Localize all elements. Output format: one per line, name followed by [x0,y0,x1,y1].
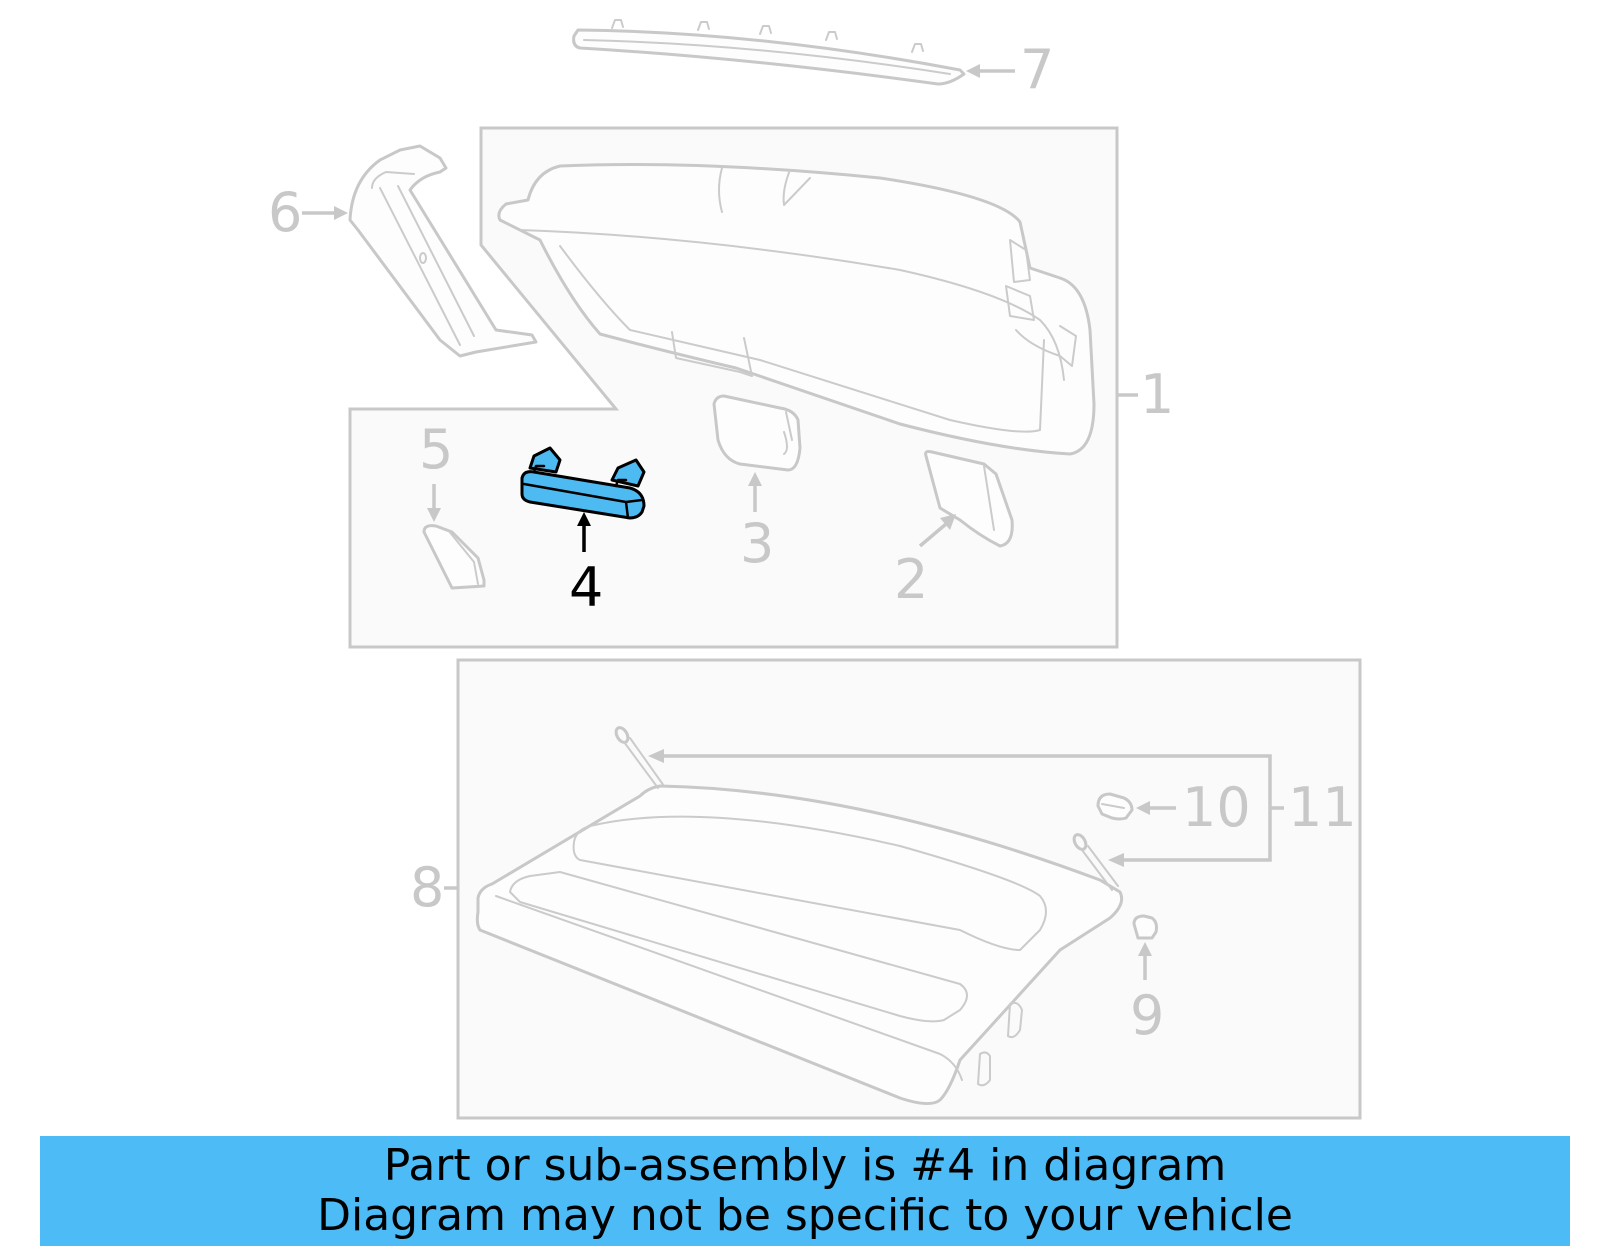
part-9-bumper[interactable] [1132,914,1158,940]
part-7-molding-strip[interactable] [572,19,966,86]
part-6-pillar-trim[interactable] [348,144,538,358]
callout-2: 2 [894,548,928,611]
info-banner: Part or sub-assembly is #4 in diagram Di… [40,1136,1570,1246]
part-11-strap-left[interactable] [614,726,665,789]
part-5-clip[interactable] [422,524,486,590]
callout-4: 4 [569,556,603,619]
callout-7: 7 [1020,38,1054,101]
callout-9: 9 [1130,984,1164,1047]
callout-5: 5 [419,418,453,481]
callout-3: 3 [740,512,774,575]
part-4-pull-handle[interactable] [520,446,646,520]
callout-1: 1 [1140,363,1174,426]
part-1-liftgate-trim-panel[interactable] [497,163,1096,456]
banner-part-note: Part or sub-assembly is #4 in diagram [383,1140,1227,1191]
part-10-plug[interactable] [1096,792,1134,821]
banner-disclaimer: Diagram may not be specific to your vehi… [317,1190,1293,1241]
callout-8: 8 [410,856,444,919]
callout-10: 10 [1182,776,1251,839]
part-11-strap-right[interactable] [1072,833,1119,891]
part-2-side-cover[interactable] [924,450,1014,548]
part-3-cover[interactable] [712,394,802,472]
callout-11: 11 [1288,776,1357,839]
callout-6: 6 [268,181,302,244]
part-8-cargo-tray[interactable] [475,784,1124,1105]
